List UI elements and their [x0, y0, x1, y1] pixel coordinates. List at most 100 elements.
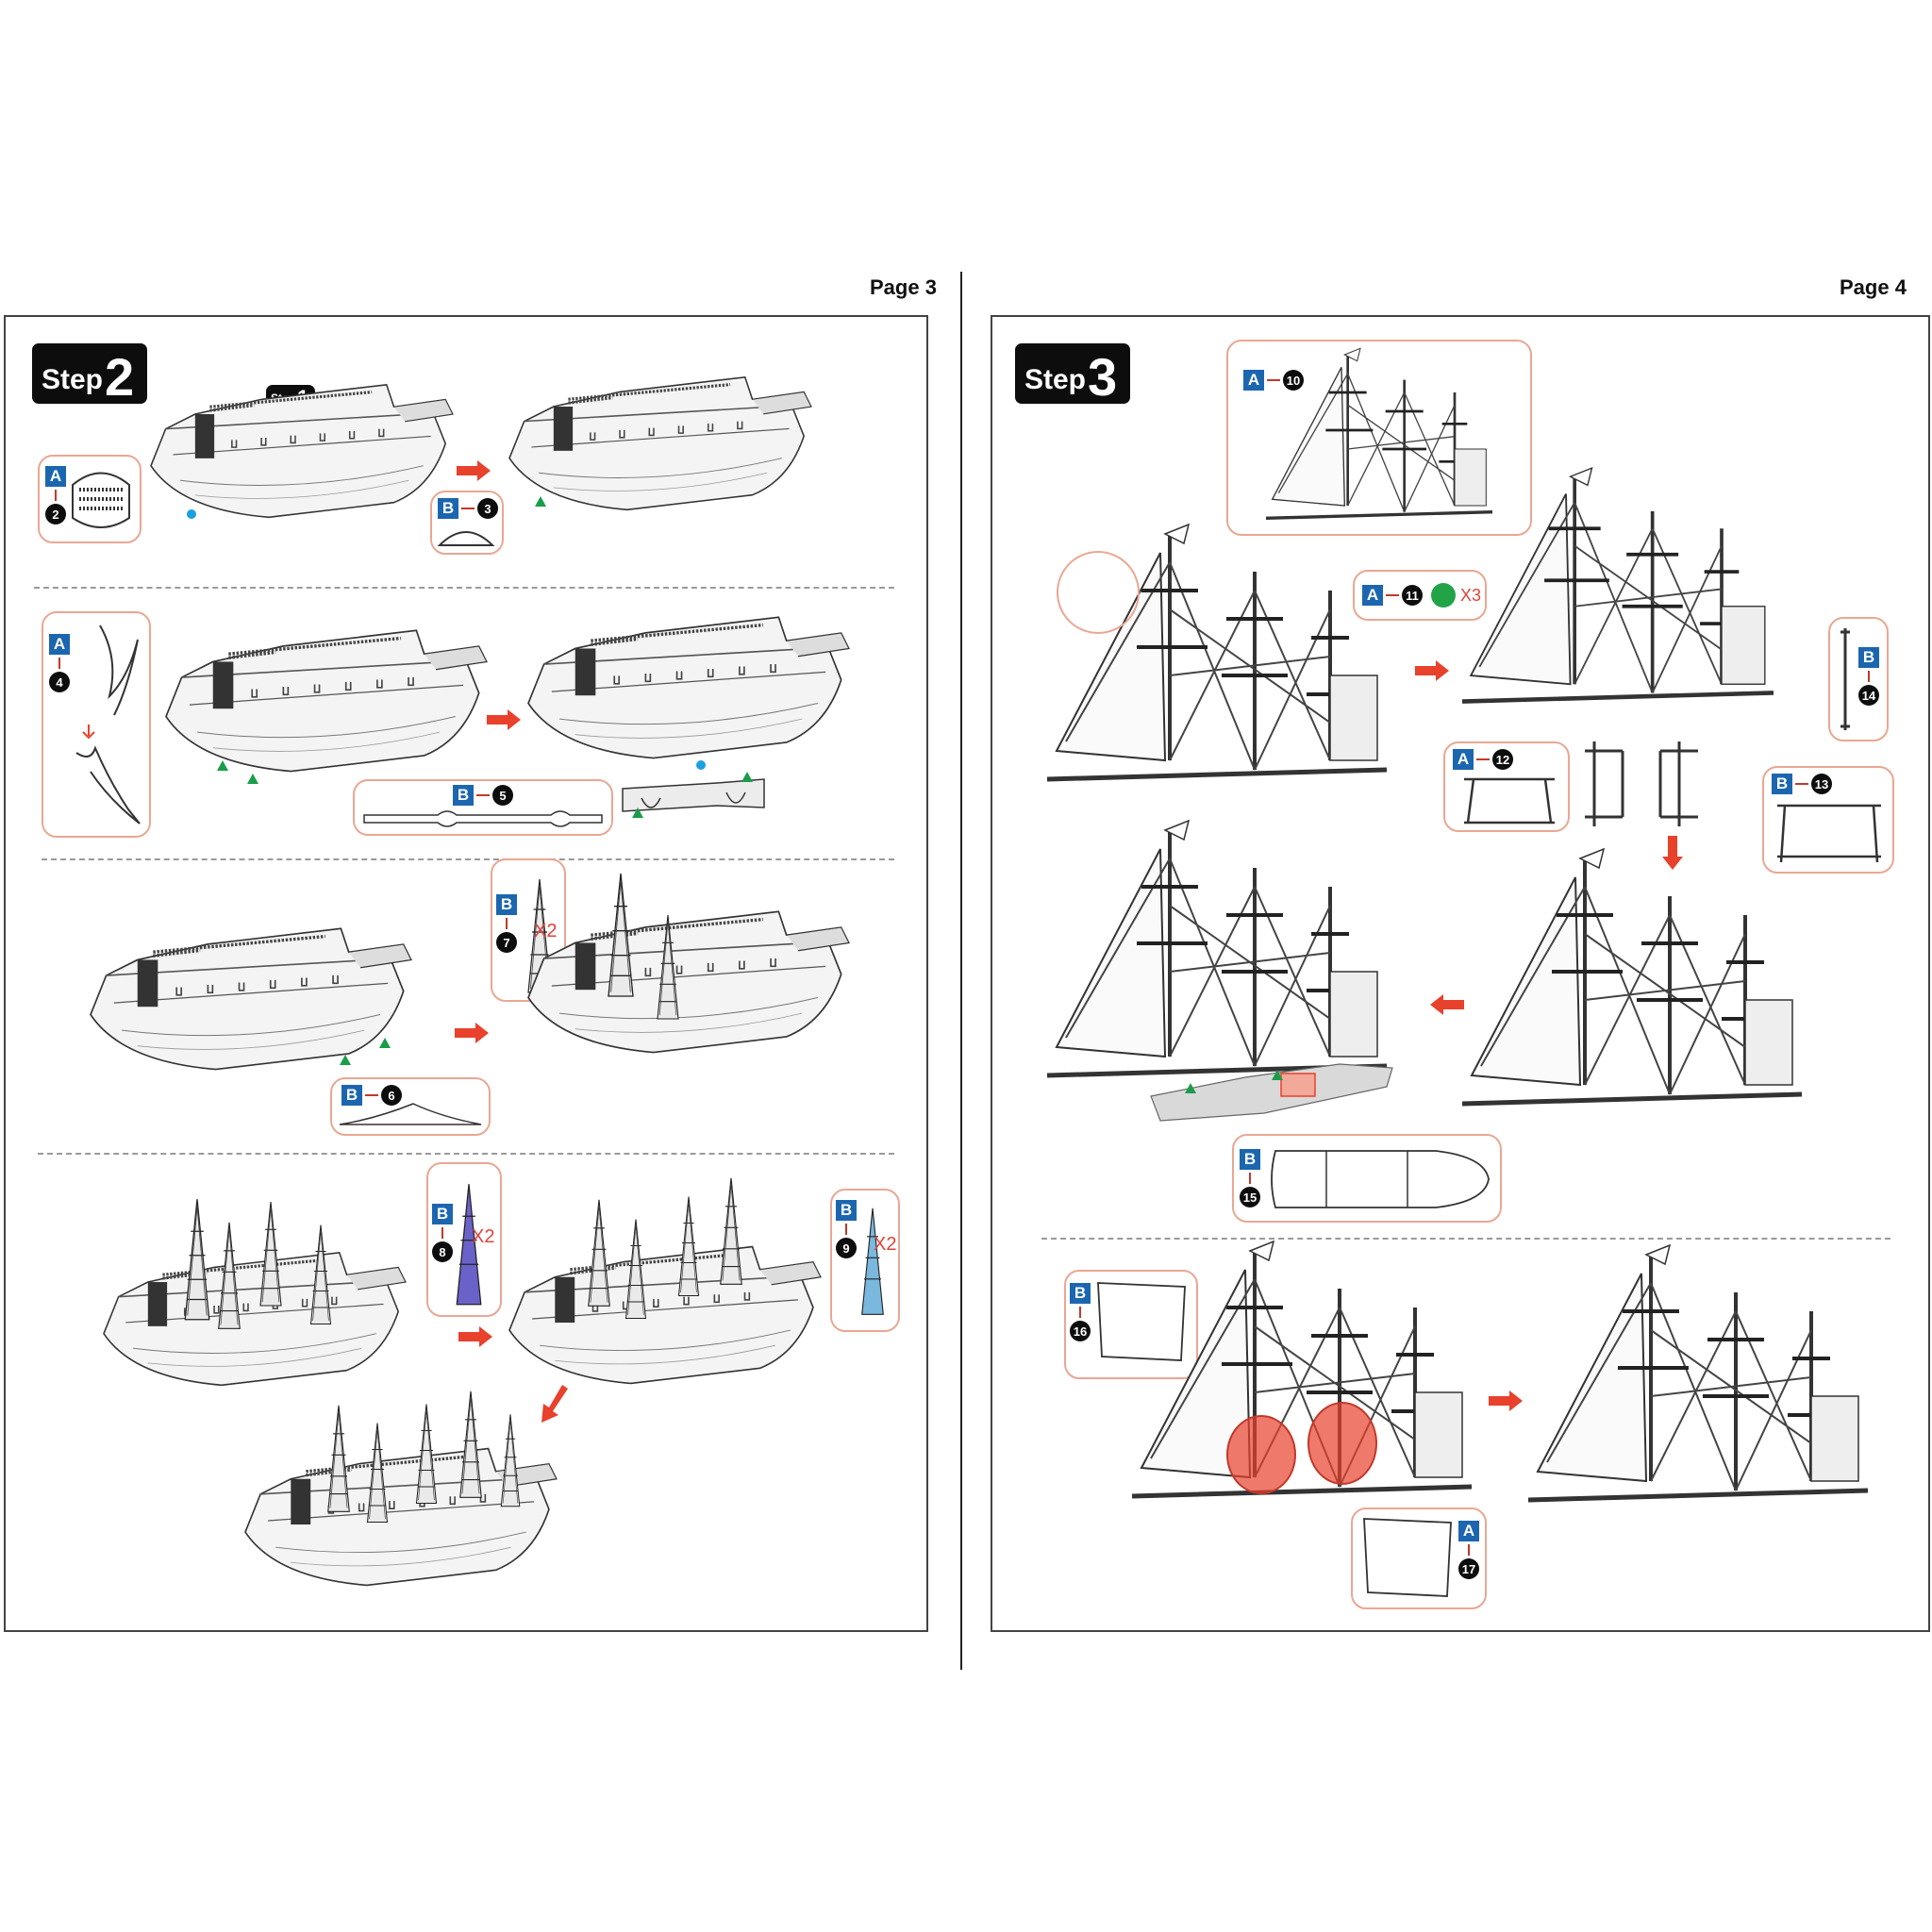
- part-callout-b16: B 16: [1064, 1270, 1198, 1379]
- part-callout-b15: B 15: [1232, 1134, 1502, 1223]
- page-3-frame: [4, 315, 928, 1632]
- mast-illustration: [327, 1405, 350, 1512]
- part-illustration: [1777, 804, 1881, 863]
- part-number: 10: [1283, 370, 1304, 391]
- sheet-badge: B: [1772, 774, 1792, 794]
- right-arrow-icon: [1415, 660, 1449, 686]
- step-3-heading: Step 3: [1015, 343, 1130, 404]
- sail-highlight: [1226, 1415, 1296, 1494]
- label-connector: [55, 490, 57, 501]
- part-number: 17: [1458, 1558, 1479, 1579]
- sheet-badge: A: [1362, 585, 1383, 606]
- mast-illustration: [309, 1224, 332, 1325]
- blue-dot-marker: [696, 760, 706, 770]
- sail-part-illustration: [1097, 1282, 1186, 1361]
- green-triangle-marker: [1272, 1070, 1283, 1080]
- sheet-badge: A: [1458, 1521, 1479, 1541]
- part-number: 13: [1811, 774, 1832, 794]
- sheet-badge: A: [1243, 370, 1264, 391]
- part-number: 5: [492, 785, 513, 806]
- step-word: Step: [42, 364, 104, 395]
- mast-illustration: [218, 1222, 241, 1329]
- section-separator: [38, 1153, 894, 1155]
- mast-illustration: [366, 1422, 389, 1524]
- right-arrow-icon: [457, 460, 491, 486]
- part-callout-b3: B 3: [430, 491, 504, 555]
- part-label: B 13: [1772, 774, 1832, 794]
- frame-parts-illustration: [1585, 741, 1698, 826]
- deck-part-illustration: [1150, 1063, 1393, 1122]
- label-connector: [1267, 379, 1280, 381]
- part-illustration: [363, 810, 603, 827]
- label-connector: [461, 508, 475, 509]
- sail-part-illustration: [1363, 1518, 1452, 1597]
- sheet-badge: B: [1858, 647, 1879, 668]
- part-label: B 8: [432, 1204, 453, 1262]
- part-label: A 17: [1458, 1521, 1479, 1579]
- green-triangle-marker: [632, 808, 643, 818]
- green-dot-icon: [1431, 583, 1456, 608]
- label-connector: [1868, 671, 1870, 682]
- part-number: 2: [45, 504, 66, 525]
- rigged-ship-illustration: [1047, 830, 1387, 1085]
- mast-illustration: [259, 1201, 282, 1307]
- green-triangle-marker: [379, 1038, 391, 1048]
- part-illustration: [1840, 628, 1850, 730]
- part-callout-b6: B 6: [330, 1077, 491, 1136]
- label-connector: [1468, 1544, 1470, 1556]
- sheet-badge: B: [438, 498, 458, 519]
- part-illustration: [72, 472, 130, 528]
- mast-illustration: [608, 873, 634, 997]
- part-label: A 10: [1243, 370, 1304, 391]
- down-arrow-icon: [1662, 836, 1683, 874]
- part-label: A 2: [45, 466, 66, 525]
- mast-illustration: [625, 1218, 647, 1320]
- part-number: 16: [1070, 1321, 1091, 1341]
- step-2-heading: Step 2: [32, 343, 147, 404]
- detail-zoom-circle: [1057, 551, 1140, 634]
- mast-illustration: [657, 914, 679, 1020]
- part-number: 3: [477, 498, 498, 519]
- part-label: B 5: [453, 785, 513, 806]
- label-connector: [1079, 1307, 1081, 1318]
- section-separator: [34, 587, 894, 589]
- green-triangle-marker: [247, 774, 258, 784]
- rigged-ship-illustration: [1528, 1255, 1868, 1509]
- sheet-badge: B: [1240, 1149, 1260, 1170]
- green-triangle-marker: [535, 496, 546, 507]
- sheet-badge: A: [1453, 749, 1474, 770]
- quantity-label: X2: [534, 921, 558, 941]
- quantity-label: X2: [472, 1226, 495, 1247]
- part-label: B 14: [1858, 647, 1879, 706]
- label-connector: [1386, 594, 1399, 596]
- page-divider: [960, 272, 962, 1670]
- mast-illustration: [720, 1177, 742, 1285]
- page-number-4: Page 4: [1840, 275, 1907, 299]
- sheet-badge: B: [432, 1204, 453, 1224]
- part-illustration: [75, 625, 141, 824]
- label-connector: [441, 1227, 443, 1239]
- rigged-ship-illustration: [1462, 858, 1802, 1113]
- part-in-place-illustration: [622, 778, 765, 812]
- sheet-badge: B: [453, 785, 474, 806]
- part-callout-b14: B 14: [1828, 617, 1889, 741]
- part-label: B 16: [1070, 1283, 1091, 1341]
- part-label: A 4: [49, 634, 70, 692]
- mast-illustration: [459, 1391, 482, 1498]
- part-callout-b13: B 13: [1762, 766, 1894, 874]
- label-connector: [845, 1224, 847, 1235]
- part-label: B 15: [1240, 1149, 1260, 1208]
- rigged-ship-illustration: [1462, 475, 1774, 711]
- part-callout-a4: A 4: [42, 611, 151, 838]
- mast-part-illustration: [456, 1184, 482, 1306]
- part-number: 15: [1240, 1187, 1260, 1208]
- part-label: B 9: [836, 1200, 857, 1258]
- sheet-badge: A: [49, 634, 70, 655]
- green-triangle-marker: [217, 760, 228, 771]
- page-4-frame: [991, 315, 1930, 1632]
- sail-highlight: [1307, 1402, 1377, 1485]
- quantity-label: X3: [1460, 585, 1482, 605]
- sheet-badge: B: [1070, 1283, 1091, 1304]
- mast-illustration: [184, 1198, 210, 1321]
- blue-dot-marker: [187, 509, 196, 519]
